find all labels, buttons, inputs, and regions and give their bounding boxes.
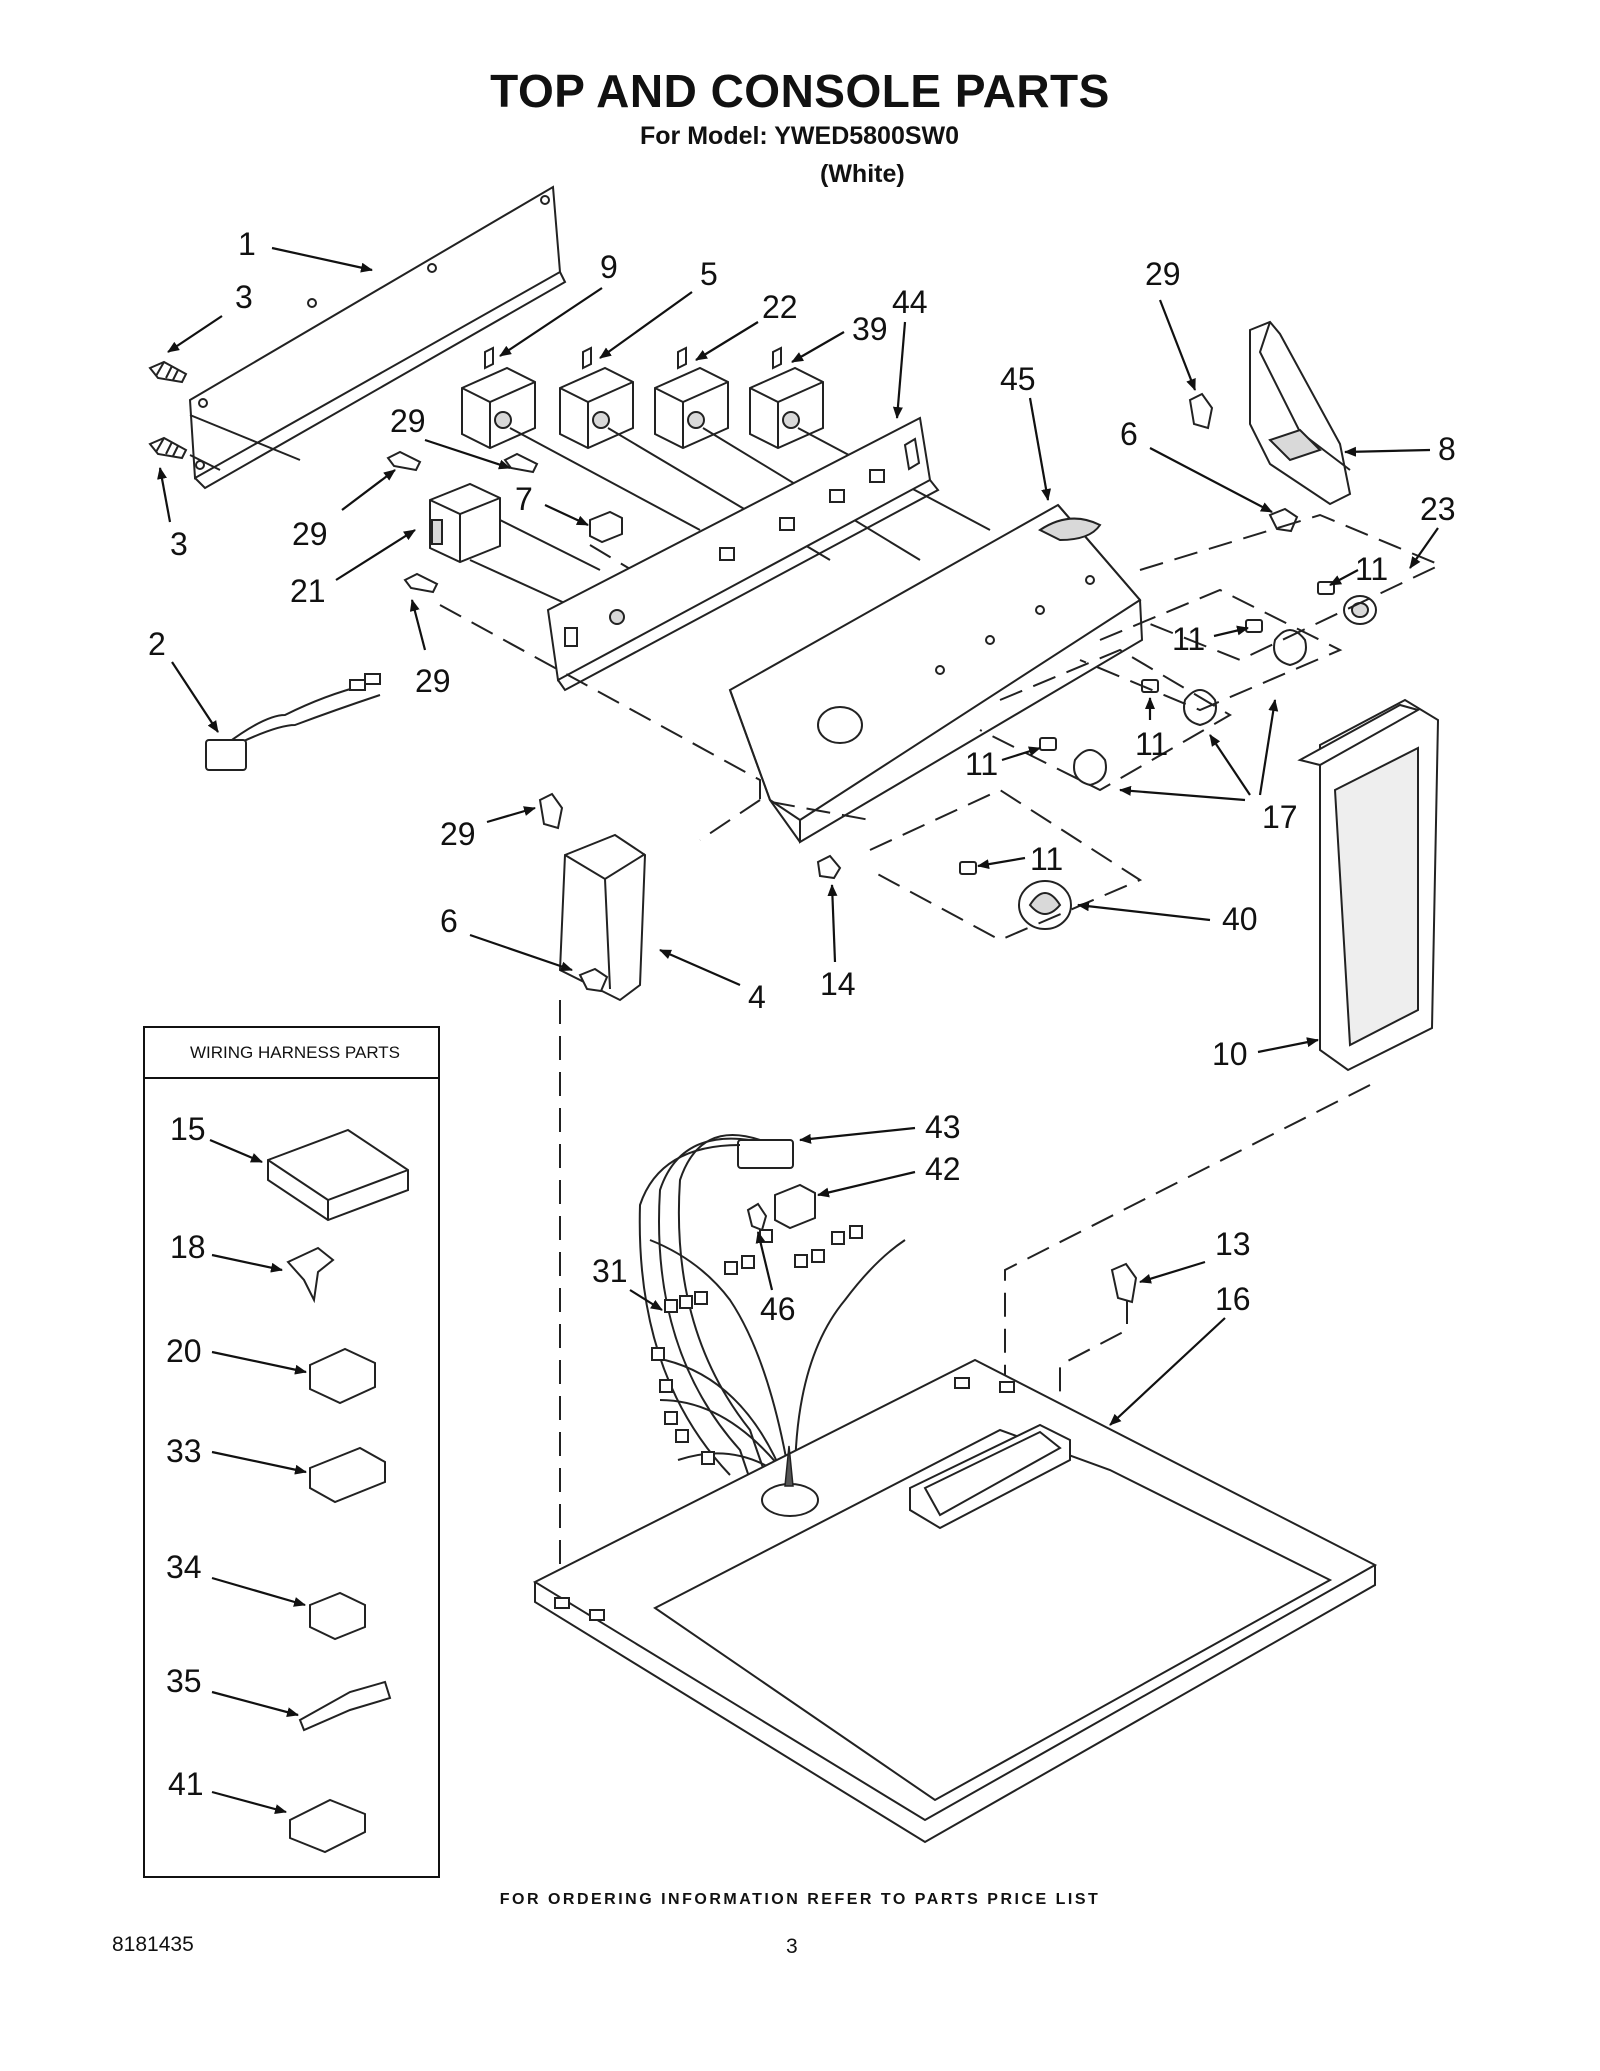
callout-29-e: 29 <box>440 816 476 852</box>
callout-21: 21 <box>290 573 326 609</box>
callout-3-top: 3 <box>235 279 253 315</box>
part-8-end-cap <box>1249 320 1352 506</box>
part-7-clip <box>589 510 623 544</box>
part-3-screw-lower <box>148 436 188 460</box>
callout-29-c: 29 <box>415 663 451 699</box>
callout-29-b: 29 <box>292 516 328 552</box>
part-35-terminal <box>298 1680 392 1732</box>
callout-44: 44 <box>892 284 928 320</box>
callout-11-e: 11 <box>1030 841 1063 877</box>
callout-10: 10 <box>1212 1036 1248 1072</box>
callout-20: 20 <box>166 1333 202 1369</box>
part-29-screw-e <box>538 792 564 830</box>
callout-14: 14 <box>820 966 856 1002</box>
part-17-knob-1 <box>1273 629 1307 667</box>
part-2-harness <box>205 673 381 771</box>
part-45-console-panel <box>728 503 1144 844</box>
callout-22: 22 <box>762 289 798 325</box>
model-color: (White) <box>820 160 905 188</box>
part-23-knob <box>1343 595 1377 625</box>
part-29-screw-c <box>403 572 439 594</box>
harness-terminals <box>651 1225 863 1465</box>
model-number: For Model: YWED5800SW0 <box>640 122 960 150</box>
part-6-clip-upper <box>1268 507 1299 533</box>
callout-labels: 1 3 3 2 9 5 22 39 44 45 29 29 21 7 29 29… <box>148 226 1456 1814</box>
part-33-connector <box>309 1446 386 1504</box>
part-14-screw <box>816 854 842 880</box>
part-6-clip-lower <box>578 967 609 993</box>
page-number: 3 <box>786 1935 798 1958</box>
part-11-insert-4 <box>1039 737 1057 751</box>
callout-16: 16 <box>1215 1281 1251 1317</box>
callout-31: 31 <box>592 1253 628 1289</box>
callout-6-bottom: 6 <box>440 903 458 939</box>
part-15-connector <box>267 1128 409 1222</box>
part-29-screw-a <box>386 450 422 472</box>
callout-23: 23 <box>1420 491 1456 527</box>
part-11-insert-2 <box>1245 619 1263 633</box>
part-10-lint-screen <box>1297 698 1440 1072</box>
part-13-screw <box>1110 1262 1138 1304</box>
callout-29-a: 29 <box>390 403 426 439</box>
callout-3-bottom: 3 <box>170 526 188 562</box>
part-29-screw-b <box>503 452 539 474</box>
callout-46: 46 <box>760 1291 796 1327</box>
callout-43: 43 <box>925 1109 961 1145</box>
part-20-connector <box>309 1347 376 1405</box>
callout-15: 15 <box>170 1111 206 1147</box>
callout-8: 8 <box>1438 431 1456 467</box>
part-17-knob-2 <box>1183 689 1217 727</box>
callout-1: 1 <box>238 226 256 262</box>
callout-34: 34 <box>166 1549 202 1585</box>
part-18-clip <box>286 1246 335 1304</box>
part-43-harness <box>638 1134 906 1521</box>
part-21-timer <box>429 482 501 564</box>
callout-41: 41 <box>168 1766 204 1802</box>
callout-13: 13 <box>1215 1226 1251 1262</box>
callout-29-d: 29 <box>1145 256 1181 292</box>
part-44-console-bracket <box>546 416 940 692</box>
callout-33: 33 <box>166 1433 202 1469</box>
callout-11-b: 11 <box>1172 621 1205 657</box>
callout-42: 42 <box>925 1151 961 1187</box>
callout-9: 9 <box>600 249 618 285</box>
ordering-note: FOR ORDERING INFORMATION REFER TO PARTS … <box>499 1891 1101 1908</box>
part-42-bracket <box>774 1183 816 1230</box>
callout-11-d: 11 <box>965 746 998 782</box>
callout-2: 2 <box>148 626 166 662</box>
part-11-insert-5 <box>959 861 977 875</box>
callout-11-a: 11 <box>1355 551 1388 587</box>
callout-40: 40 <box>1222 901 1258 937</box>
part-17-knob-3 <box>1073 749 1107 787</box>
part-9-switch <box>461 346 536 450</box>
part-39-switch <box>749 346 824 450</box>
part-34-connector <box>309 1591 366 1641</box>
part-1-rear-bracket <box>188 185 567 490</box>
callout-7: 7 <box>515 481 533 517</box>
document-number: 8181435 <box>112 1933 194 1956</box>
callout-35: 35 <box>166 1663 202 1699</box>
part-29-screw-d <box>1188 392 1214 430</box>
callout-17: 17 <box>1262 799 1298 835</box>
callout-39: 39 <box>852 311 888 347</box>
callout-6-top: 6 <box>1120 416 1138 452</box>
part-16-top-panel <box>532 1358 1378 1844</box>
callout-5: 5 <box>700 256 718 292</box>
part-5-switch <box>559 346 634 450</box>
part-46-screw <box>746 1202 768 1232</box>
part-41-connector <box>289 1798 366 1854</box>
callout-45: 45 <box>1000 361 1036 397</box>
page-title: TOP AND CONSOLE PARTS <box>490 65 1110 117</box>
part-3-screw-upper <box>148 360 188 384</box>
callout-18: 18 <box>170 1229 206 1265</box>
part-22-switch <box>654 346 729 450</box>
callout-11-c: 11 <box>1135 726 1168 762</box>
part-40-knob <box>1018 880 1072 930</box>
callout-4: 4 <box>748 979 766 1015</box>
wiring-harness-title: WIRING HARNESS PARTS <box>190 1043 400 1062</box>
